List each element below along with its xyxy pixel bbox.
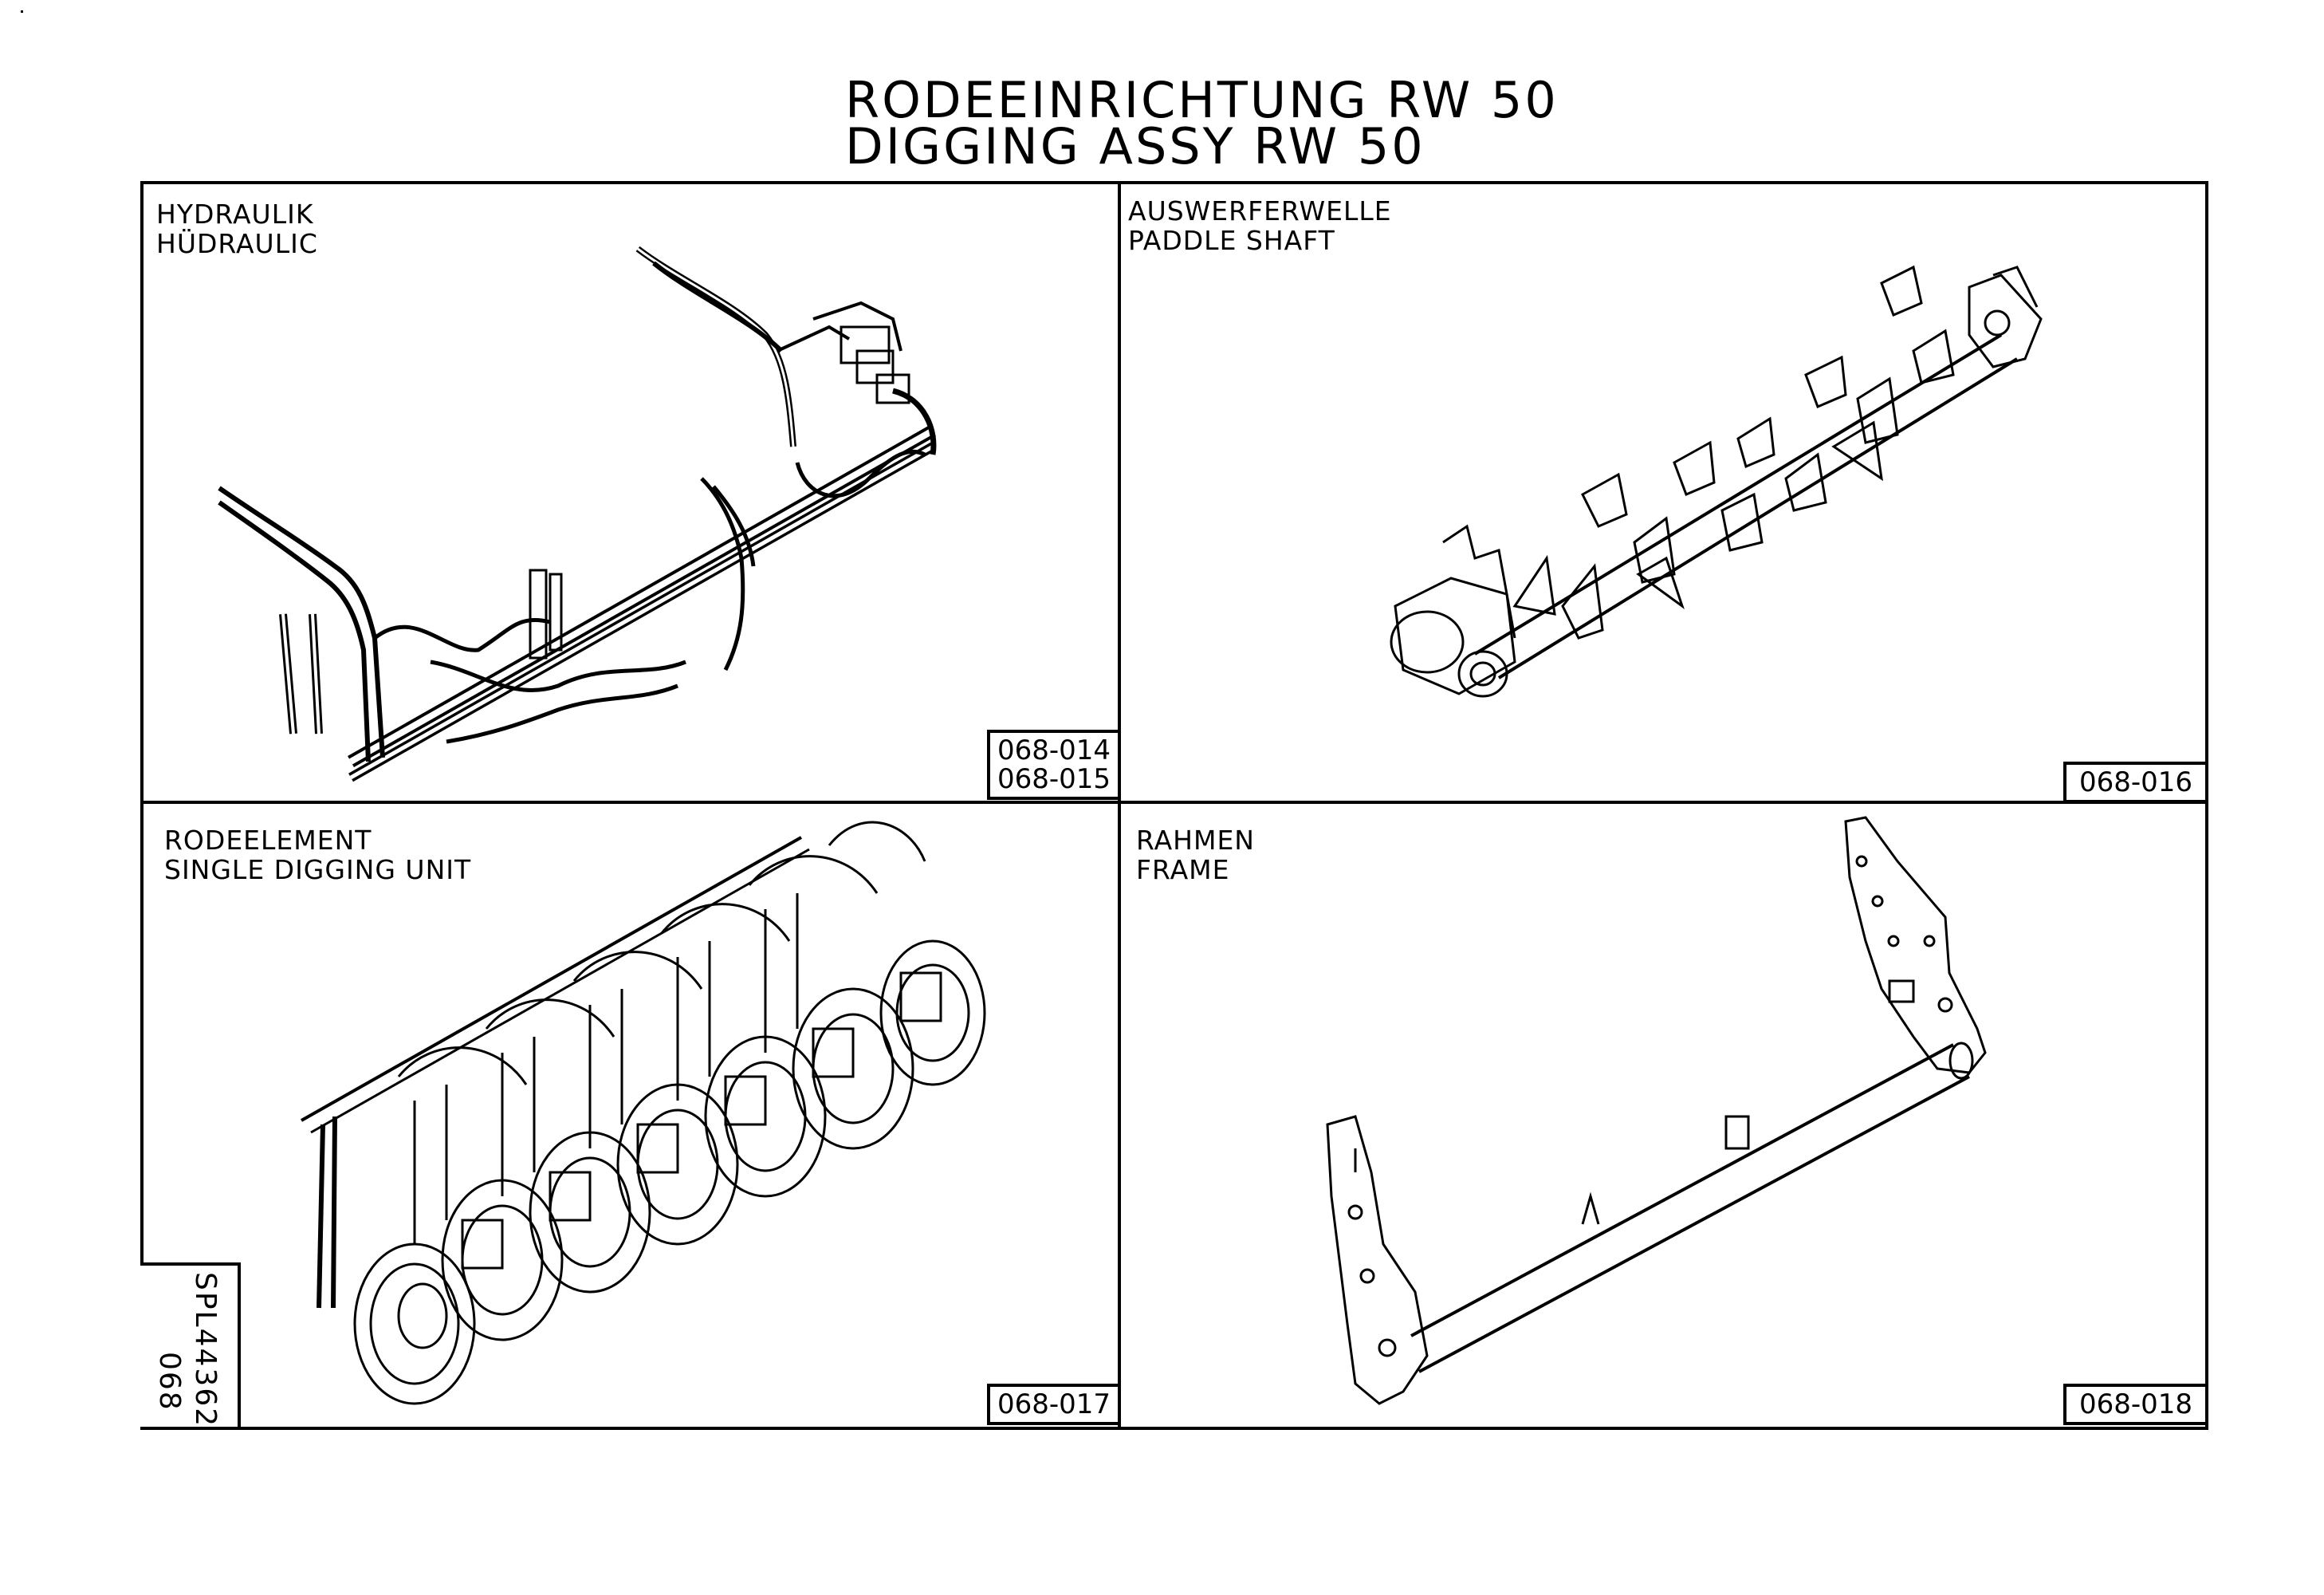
panel-paddle-shaft-label: AUSWERFERWELLE PADDLE SHAFT xyxy=(1128,196,1392,255)
panel-frame-label-en: FRAME xyxy=(1136,854,1230,885)
ref-hydraulic[interactable]: 068-014 068-015 xyxy=(987,730,1121,800)
ref-digging-unit[interactable]: 068-017 xyxy=(987,1384,1121,1425)
sheet-id: SPL44362 068 xyxy=(142,1264,238,1428)
paddles xyxy=(1512,265,1955,640)
outer-frame xyxy=(140,181,2208,1430)
panel-hydraulic-label: HYDRAULIK HÜDRAULIC xyxy=(156,199,318,258)
end-bearing-plate xyxy=(1968,266,2043,368)
sheet-group: 068 xyxy=(153,1352,186,1412)
panel-frame-label: RAHMEN FRAME xyxy=(1136,825,1255,884)
hydraulic-illustration xyxy=(218,246,937,782)
ref-paddle-shaft[interactable]: 068-016 xyxy=(2063,762,2208,803)
corner-mark xyxy=(21,10,23,13)
paddle-shaft-illustration xyxy=(1390,265,2043,698)
ref-frame-1[interactable]: 068-018 xyxy=(2078,1388,2193,1420)
panel-hydraulic-label-de: HYDRAULIK xyxy=(156,199,314,230)
panel-frame-label-de: RAHMEN xyxy=(1136,825,1255,856)
frame-left-plate xyxy=(1326,1115,1429,1405)
frame-illustration xyxy=(1326,816,1987,1405)
ref-frame[interactable]: 068-018 xyxy=(2063,1384,2208,1425)
valve-block xyxy=(812,301,937,455)
ref-hydraulic-2[interactable]: 068-015 xyxy=(997,763,1111,795)
title-german: RODEEINRICHTUNG RW 50 xyxy=(845,71,1559,129)
title-english: DIGGING ASSY RW 50 xyxy=(845,117,1425,175)
panel-hydraulic-label-en: HÜDRAULIC xyxy=(156,228,318,259)
panel-paddle-shaft-label-de: AUSWERFERWELLE xyxy=(1128,195,1392,226)
frame-right-plate xyxy=(1844,816,1987,1074)
ref-paddle-shaft-1[interactable]: 068-016 xyxy=(2078,766,2193,798)
digging-units-illustration xyxy=(301,821,986,1405)
hub-blocks xyxy=(461,971,942,1270)
panel-paddle-shaft-label-en: PADDLE SHAFT xyxy=(1128,225,1335,256)
ref-hydraulic-1[interactable]: 068-014 xyxy=(997,734,1111,766)
panel-digging-unit-label-de: RODEELEMENT xyxy=(164,825,372,856)
panel-digging-unit-label-en: SINGLE DIGGING UNIT xyxy=(164,854,472,885)
ref-digging-unit-1[interactable]: 068-017 xyxy=(997,1388,1111,1420)
gearbox xyxy=(1390,524,1516,698)
panel-digging-unit-label: RODEELEMENT SINGLE DIGGING UNIT xyxy=(164,825,471,884)
hydraulic-main-tube xyxy=(348,425,936,782)
sheet-number: SPL44362 xyxy=(189,1272,222,1428)
